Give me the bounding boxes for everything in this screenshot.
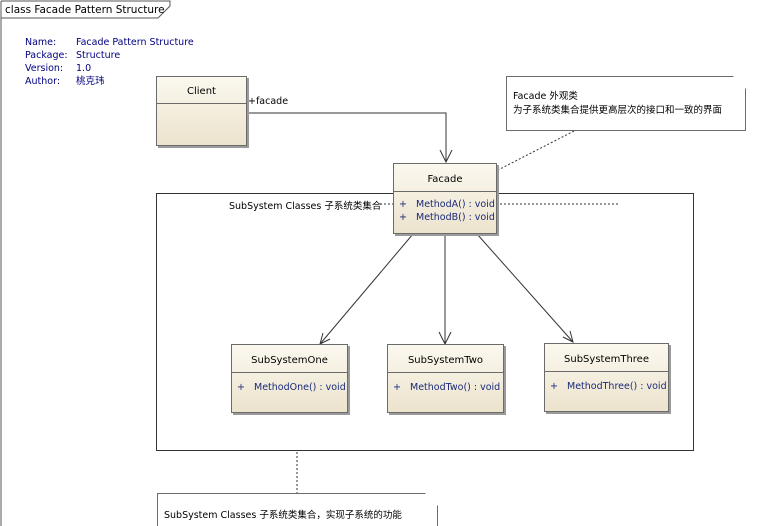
facade-note-anchor (497, 130, 575, 171)
subsystem-note-line1: SubSystem Classes 子系统类集合，实现子系统的功能 (164, 510, 402, 521)
metadata-row-author: Author: 桃克玮 (25, 75, 194, 88)
operation-visibility: + (399, 199, 407, 210)
subsystemone-class-name: SubSystemOne (232, 345, 347, 373)
metadata-value: Structure (76, 50, 121, 61)
subsystemthree-class-name: SubSystemThree (545, 344, 668, 372)
metadata-value: 桃克玮 (76, 76, 105, 87)
subsystemthree-class[interactable]: SubSystemThree + MethodThree() : void (544, 343, 669, 412)
facade-role-label: +facade (248, 96, 289, 107)
metadata-row-version: Version: 1.0 (25, 62, 194, 75)
operation-signature: MethodA() : void (416, 199, 495, 210)
client-facade-arrowhead (439, 149, 453, 164)
subsystemtwo-class[interactable]: SubSystemTwo + MethodTwo() : void (387, 344, 504, 413)
subsystemone-class[interactable]: SubSystemOne + MethodOne() : void (231, 344, 348, 413)
operation-visibility: + (393, 382, 401, 393)
operation-signature: MethodB() : void (416, 212, 495, 223)
facade-operation: + MethodA() : void (399, 198, 496, 211)
operation-signature: MethodThree() : void (567, 381, 667, 392)
operation-signature: MethodTwo() : void (410, 382, 501, 393)
subsystemone-operation: + MethodOne() : void (237, 381, 347, 394)
subsystemtwo-operation: + MethodTwo() : void (393, 381, 503, 394)
metadata-key: Author: (25, 76, 61, 87)
metadata-key: Name: (25, 37, 57, 48)
facade-subsystemthree-arrowhead (562, 330, 574, 343)
subsystem-note[interactable]: SubSystem Classes 子系统类集合，实现子系统的功能 (157, 493, 438, 526)
operation-visibility: + (550, 381, 558, 392)
operation-signature: MethodOne() : void (254, 382, 346, 393)
facade-subsystemone-arrowhead (319, 332, 331, 345)
facade-class-name: Facade (394, 164, 496, 192)
package-title: SubSystem Classes 子系统类集合 (229, 201, 382, 212)
metadata-key: Package: (25, 50, 68, 61)
operation-visibility: + (399, 212, 407, 223)
diagram-title: class Facade Pattern Structure (5, 4, 165, 16)
metadata-key: Version: (25, 63, 64, 74)
operation-visibility: + (237, 382, 245, 393)
facade-class[interactable]: Facade + MethodA() : void + MethodB() : … (393, 163, 497, 234)
subsystemthree-operation: + MethodThree() : void (550, 380, 668, 393)
facade-note[interactable]: Facade 外观类 为子系统类集合提供更高层次的接口和一致的界面 (506, 76, 746, 131)
client-facade-association (246, 112, 447, 162)
subsystemthree-operations: + MethodThree() : void (545, 372, 668, 393)
subsystemone-operations: + MethodOne() : void (232, 373, 347, 394)
facade-operation: + MethodB() : void (399, 211, 496, 224)
diagram-metadata: Name: Facade Pattern Structure Package: … (25, 36, 194, 88)
client-class-name: Client (157, 77, 246, 104)
facade-note-line1: Facade 外观类 (513, 91, 578, 102)
metadata-row-package: Package: Structure (25, 49, 194, 62)
facade-operations: + MethodA() : void + MethodB() : void (394, 192, 496, 224)
metadata-row-name: Name: Facade Pattern Structure (25, 36, 194, 49)
metadata-value: Facade Pattern Structure (76, 37, 194, 48)
subsystemtwo-class-name: SubSystemTwo (388, 345, 503, 373)
client-class[interactable]: Client (156, 76, 247, 146)
metadata-value: 1.0 (76, 63, 92, 74)
facade-subsystemtwo-arrowhead (438, 331, 452, 346)
facade-subsystemone-association (319, 233, 414, 345)
subsystemtwo-operations: + MethodTwo() : void (388, 373, 503, 394)
facade-note-line2: 为子系统类集合提供更高层次的接口和一致的界面 (513, 105, 723, 116)
facade-subsystemthree-association (476, 233, 574, 343)
